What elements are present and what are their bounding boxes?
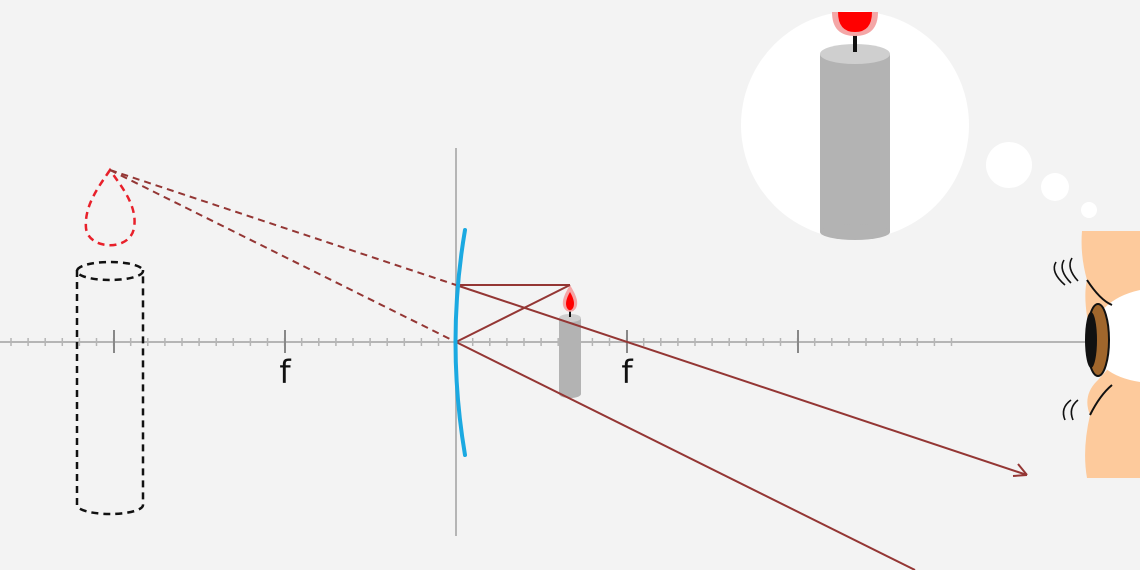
principal-axis: [0, 330, 1090, 353]
virtual-candle-body: [75, 270, 145, 516]
convex-mirror: [453, 228, 467, 457]
virtual-flame: [84, 167, 136, 247]
eye-icon: [1053, 231, 1140, 478]
candle-icon: [559, 285, 581, 398]
virtual-candle-icon: [75, 167, 145, 516]
thought-bubble-icon: [741, 11, 1097, 240]
thought-candle-icon: [820, 12, 890, 240]
focal-point-label-right: f: [621, 353, 633, 391]
focal-point-label-left: f: [279, 353, 291, 391]
eyelash-icon: [1053, 257, 1079, 421]
reflected-rays: [455, 284, 1028, 570]
virtual-rays: [109, 169, 457, 343]
